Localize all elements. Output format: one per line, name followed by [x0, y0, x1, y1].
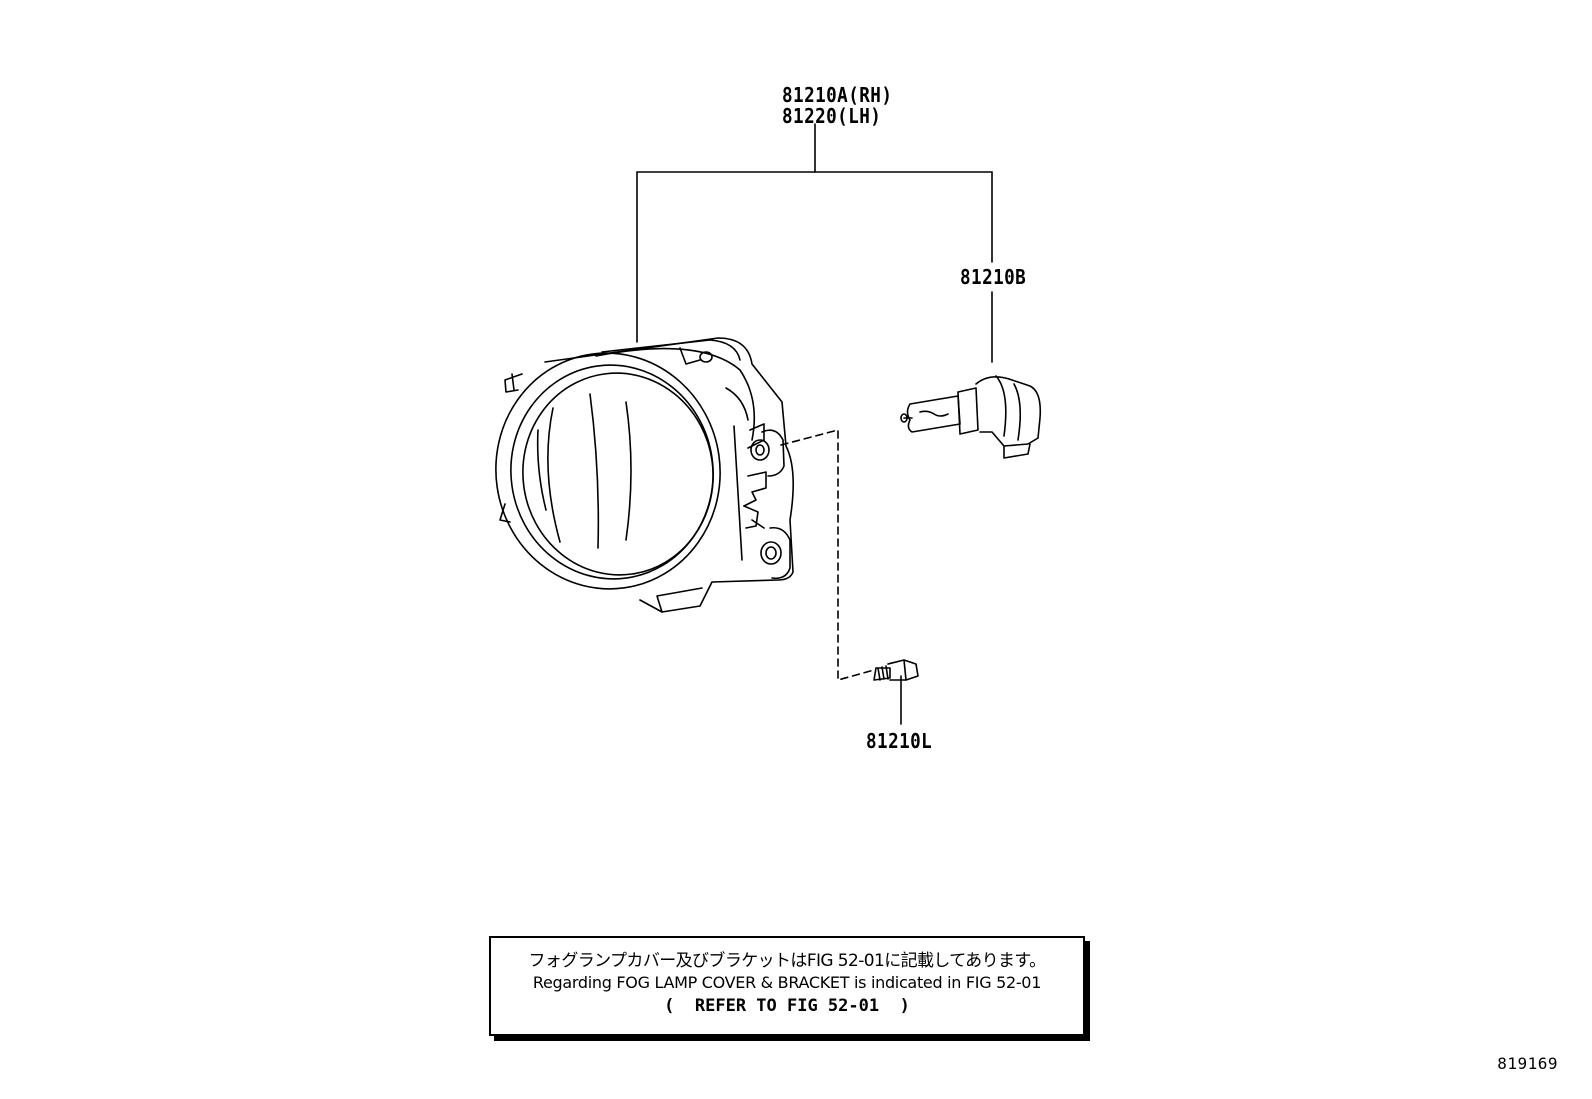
assembly-dashed-line — [780, 429, 875, 681]
fog-lamp-assembly — [495, 337, 794, 613]
bulb — [900, 375, 1042, 459]
note-refer-link[interactable]: ( REFER TO FIG 52-01 ) — [664, 996, 910, 1016]
part-label-bulb[interactable]: 81210B — [960, 265, 1027, 289]
leader-lines — [636, 123, 993, 725]
reference-note-box: フォグランプカバー及びブラケットはFIG 52-01に記載してあります。 Reg… — [489, 936, 1085, 1036]
note-english-text: Regarding FOG LAMP COVER & BRACKET is in… — [532, 973, 1042, 992]
note-japanese-text: フォグランプカバー及びブラケットはFIG 52-01に記載してあります。 — [528, 951, 1047, 971]
screw — [873, 659, 919, 681]
figure-number: 819169 — [1497, 1054, 1558, 1073]
part-label-fog-lamp-lh[interactable]: 81220(LH) — [782, 104, 882, 128]
part-label-fog-lamp-rh[interactable]: 81210A(RH) — [782, 83, 893, 107]
part-label-screw[interactable]: 81210L — [866, 729, 933, 753]
